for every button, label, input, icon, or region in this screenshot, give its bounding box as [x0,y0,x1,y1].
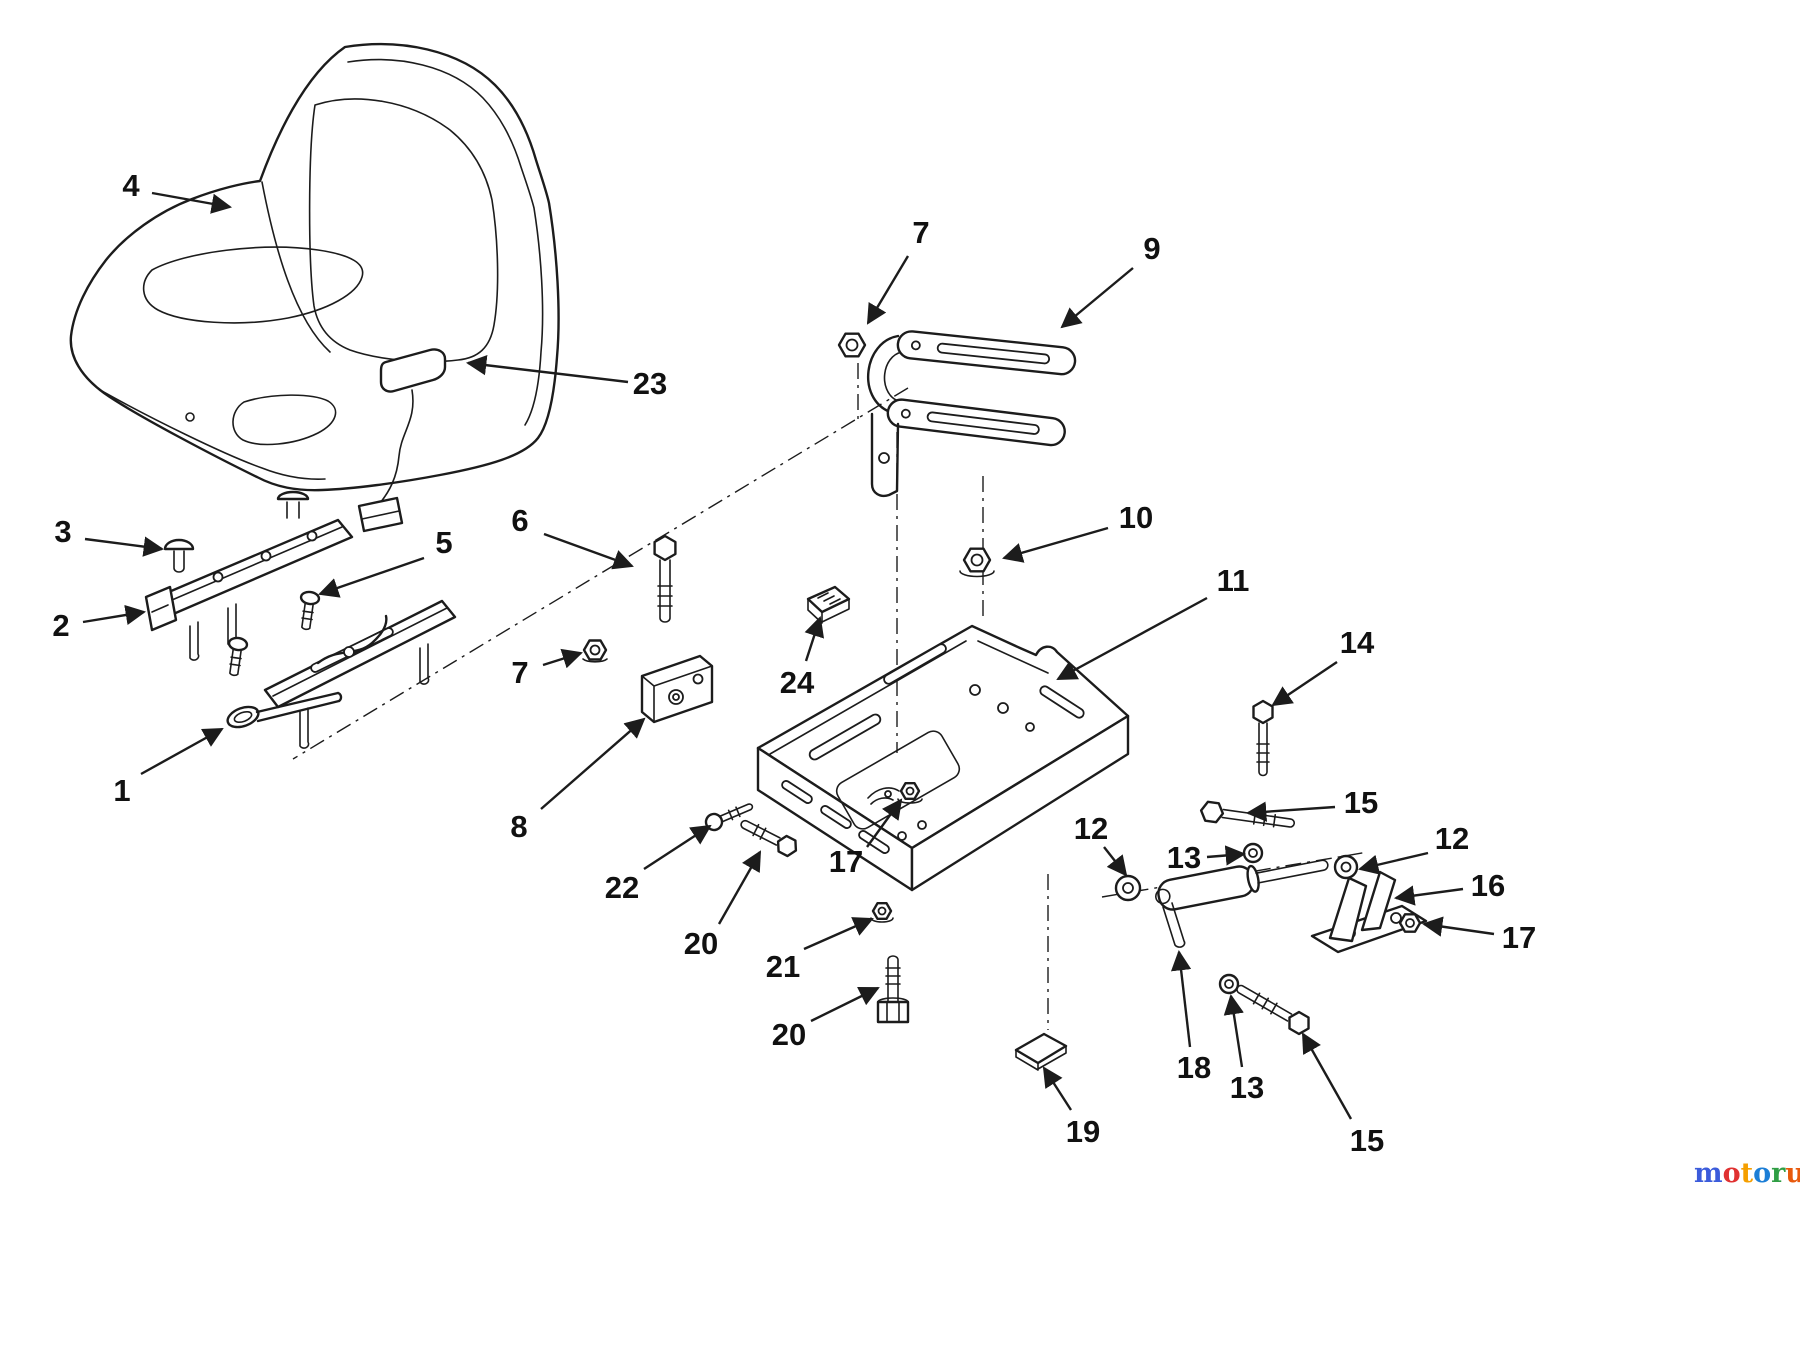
bumper-pin-3 [163,490,310,573]
part-number-15: 15 [1343,785,1379,820]
callout-arrow-2 [82,604,147,626]
slotted-bracket-9 [867,330,1077,498]
nut-17-right [1398,913,1422,933]
seat-switch-23 [357,348,447,533]
flange-nut-10 [959,547,995,578]
callout-arrow-9 [1060,267,1134,329]
callout-arrow-3 [84,536,165,557]
part-number-8: 8 [510,809,528,844]
part-number-23: 23 [632,366,668,401]
watermark-letter: u [1785,1158,1800,1189]
callout-arrow-10 [1002,526,1109,563]
part-number-21: 21 [765,949,801,984]
part-number-19: 19 [1065,1114,1101,1149]
callout-arrow-13 [1206,845,1247,866]
part-number-5: 5 [435,525,453,560]
callout-arrow-16 [1393,885,1464,906]
part-number-14: 14 [1339,625,1375,660]
part-number-12: 12 [1073,811,1109,846]
part-number-17: 17 [828,844,864,879]
part-number-17: 17 [1501,920,1537,955]
part-number-1: 1 [113,773,131,808]
callout-arrow-24 [804,616,825,662]
bolt-15-upper [1199,800,1295,828]
bracket-8 [640,654,714,724]
part-number-6: 6 [511,503,529,538]
screw-22 [704,803,754,832]
callout-arrow-20 [717,850,762,925]
callout-arrow-7 [542,648,583,669]
callout-arrow-4 [151,191,233,214]
part-number-7: 7 [912,215,930,250]
callout-arrows [82,191,1495,1120]
callout-arrow-6 [543,532,634,570]
part-number-20: 20 [771,1017,807,1052]
watermark-letter: r [1771,1158,1786,1189]
clip-24 [806,585,851,624]
callout-arrow-13 [1223,993,1244,1068]
center-axis-line [292,387,909,760]
callout-arrow-12 [1358,851,1429,875]
watermark-brand: motoruf [1694,1158,1800,1189]
bracket-16 [1310,870,1428,954]
flange-nut-21 [870,902,894,923]
slide-rail-lower [263,599,457,749]
seat [69,42,560,492]
adjuster-rod-1 [226,691,343,729]
part-number-15: 15 [1349,1123,1385,1158]
watermark-letter: o [1722,1158,1741,1189]
part-number-10: 10 [1118,500,1154,535]
part-number-24: 24 [779,665,815,700]
nut-7-top [837,332,867,358]
part-number-22: 22 [604,870,640,905]
callout-arrow-8 [540,717,646,810]
callout-arrow-17 [866,798,903,848]
watermark-letter: t [1740,1158,1754,1189]
pad-19 [1014,1032,1068,1071]
bolt-15-lower [1236,984,1310,1036]
part-number-16: 16 [1470,868,1506,903]
part-number-3: 3 [54,514,72,549]
slide-rail-2 [144,518,354,661]
part-number-20: 20 [683,926,719,961]
damper-assembly [1114,842,1359,995]
bolt-20-lower [876,955,910,1024]
part-number-4: 4 [122,168,140,203]
part-number-13: 13 [1229,1070,1265,1105]
callout-arrow-19 [1042,1066,1073,1111]
watermark-letter: o [1753,1158,1772,1189]
part-number-18: 18 [1176,1050,1212,1085]
callout-arrow-11 [1056,596,1208,681]
flange-nut-17-left [897,782,923,804]
part-number-9: 9 [1143,231,1161,266]
part-number-11: 11 [1216,563,1250,598]
bolt-14 [1252,699,1274,777]
callout-arrow-15 [1301,1032,1353,1120]
damper-pin-18 [1162,902,1186,948]
bolt-6 [653,534,677,623]
callout-arrow-1 [140,727,224,776]
callout-arrow-12 [1103,846,1128,877]
callout-arrow-5 [318,556,425,598]
callout-arrow-7 [866,255,910,325]
watermark-letter: m [1694,1158,1723,1189]
screws-5 [227,590,321,677]
callout-arrow-18 [1170,949,1192,1048]
part-number-2: 2 [52,608,70,643]
callout-arrow-14 [1271,661,1338,707]
bolt-20-upper [740,819,798,858]
part-number-12: 12 [1434,821,1470,856]
callout-arrow-22 [643,824,712,871]
mounting-plate-details [769,640,1085,854]
callout-arrow-20 [810,986,880,1023]
callout-arrow-15 [1245,801,1336,822]
callout-arrow-17 [1421,916,1495,937]
part-number-13: 13 [1166,840,1202,875]
callout-arrow-23 [465,355,629,384]
callout-arrow-21 [803,917,874,951]
nut-7-mid [582,639,608,663]
watermark: motoruf.de [1694,1158,1800,1189]
part-number-7: 7 [511,655,529,690]
